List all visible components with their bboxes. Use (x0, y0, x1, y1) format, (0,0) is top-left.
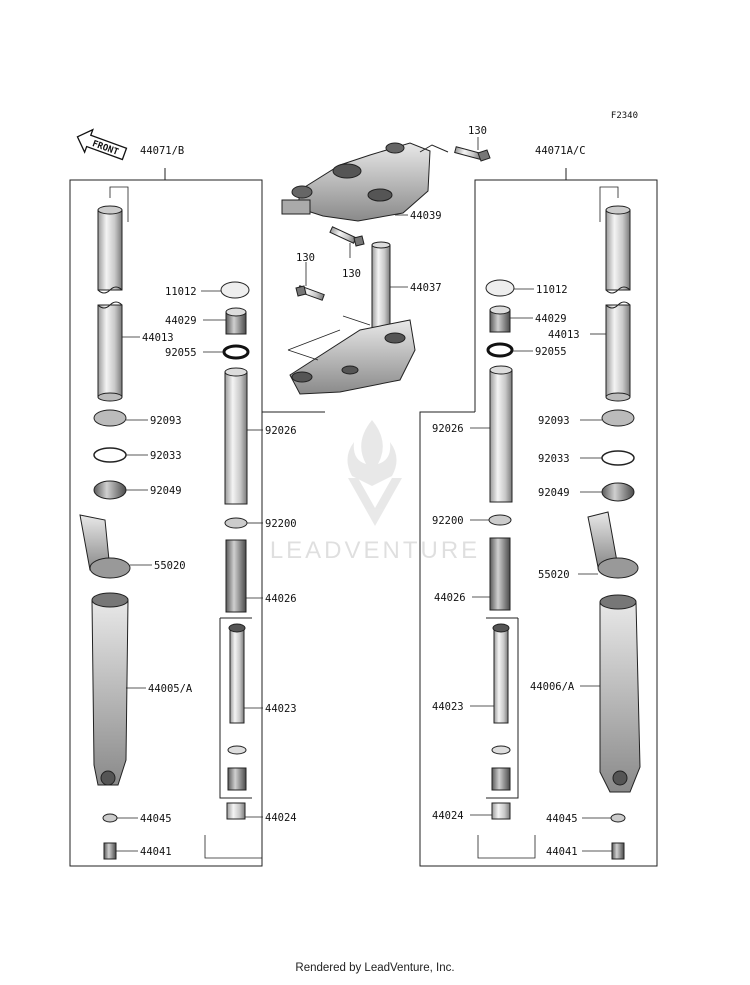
right-assembly-label: 44071A/C (535, 145, 586, 157)
left-cylinder-part (219, 617, 252, 799)
left-inner-tube-part (97, 205, 123, 402)
right-clip-part (601, 450, 635, 466)
callout-left-92049: 92049 (150, 485, 182, 497)
right-adjuster-part (489, 305, 511, 333)
callout-44039: 44039 (410, 210, 442, 222)
callout-right-92093: 92093 (538, 415, 570, 427)
right-bolt-44041-part (611, 842, 625, 860)
left-assembly-label: 44071/B (140, 145, 184, 157)
callout-130-left: 130 (296, 252, 315, 264)
callout-right-44013: 44013 (548, 329, 580, 341)
callout-left-92026: 92026 (265, 425, 297, 437)
callout-right-92049: 92049 (538, 487, 570, 499)
callout-130-top: 130 (468, 125, 487, 137)
front-arrow-icon: FRONT (76, 128, 128, 161)
callout-left-44041: 44041 (140, 846, 172, 858)
callout-right-44041: 44041 (546, 846, 578, 858)
callout-left-44045: 44045 (140, 813, 172, 825)
callout-left-44026: 44026 (265, 593, 297, 605)
watermark-logo (347, 420, 402, 526)
right-tube-leader (599, 186, 619, 222)
left-outer-tube-part (91, 592, 129, 786)
right-cap-part (485, 279, 515, 297)
callout-left-55020: 55020 (154, 560, 186, 572)
right-base-part (477, 802, 536, 859)
callout-left-92055: 92055 (165, 347, 197, 359)
right-oring-part (486, 342, 514, 358)
left-oil-seal-part (93, 480, 127, 500)
callout-right-92033: 92033 (538, 453, 570, 465)
left-clip-part (93, 447, 127, 463)
watermark-text: LEADVENTURE (270, 537, 480, 564)
upper-bracket-part (281, 142, 431, 222)
left-cap-part (220, 281, 250, 299)
callout-right-55020: 55020 (538, 569, 570, 581)
right-spring-part (489, 537, 511, 611)
callout-left-44024: 44024 (265, 812, 297, 824)
callout-right-44045: 44045 (546, 813, 578, 825)
right-outer-tube-part (599, 594, 641, 793)
callout-right-44006a: 44006/A (530, 681, 575, 693)
footer-credit: Rendered by LeadVenture, Inc. (295, 962, 455, 974)
callout-right-92200: 92200 (432, 515, 464, 527)
callout-right-92026: 92026 (432, 423, 464, 435)
callout-44037: 44037 (410, 282, 442, 294)
callout-left-11012: 11012 (165, 286, 197, 298)
callout-130-mid: 130 (342, 268, 361, 280)
callout-left-92033: 92033 (150, 450, 182, 462)
left-assembly-frame (69, 168, 325, 867)
callout-labels: 130 44039 130 130 44037 11012 44029 4401… (140, 125, 580, 858)
leader-lines (116, 137, 612, 852)
right-washer-44045-part (610, 813, 626, 823)
right-guard-part (587, 511, 639, 579)
steering-stem-part (289, 241, 416, 395)
callout-left-92093: 92093 (150, 415, 182, 427)
left-tube-leader (109, 186, 129, 222)
callout-right-44026: 44026 (434, 592, 466, 604)
left-spring-part (225, 539, 247, 613)
stem-leader-lines (287, 315, 371, 361)
right-cylinder-part (486, 617, 519, 799)
left-spacer-pipe-part (224, 367, 248, 505)
callout-right-92055: 92055 (535, 346, 567, 358)
right-oil-seal-part (601, 482, 635, 502)
left-washer-44045-part (102, 813, 118, 823)
callout-left-44029: 44029 (165, 315, 197, 327)
callout-right-44024: 44024 (432, 810, 464, 822)
bolt-130-top (419, 144, 491, 162)
left-adjuster-part (225, 307, 247, 335)
left-base-part (204, 802, 263, 859)
callout-left-44013: 44013 (142, 332, 174, 344)
left-guard-part (79, 514, 131, 579)
bolt-130-mid (329, 226, 365, 247)
callout-right-11012: 11012 (536, 284, 568, 296)
callout-left-44023: 44023 (265, 703, 297, 715)
right-assembly-frame (419, 168, 658, 867)
callout-left-92200: 92200 (265, 518, 297, 530)
left-bolt-44041-part (103, 842, 117, 860)
callout-right-44023: 44023 (432, 701, 464, 713)
left-oring-part (222, 344, 250, 360)
callout-right-44029: 44029 (535, 313, 567, 325)
right-spacer-pipe-part (489, 365, 513, 503)
right-seal-part (601, 409, 635, 427)
right-inner-tube-part (605, 205, 631, 402)
callout-left-44005a: 44005/A (148, 683, 193, 695)
left-seal-part (93, 409, 127, 427)
figure-code: F2340 (610, 111, 638, 121)
bolt-130-left (295, 285, 325, 301)
right-washer-part (488, 514, 512, 526)
left-washer-part (224, 517, 248, 529)
